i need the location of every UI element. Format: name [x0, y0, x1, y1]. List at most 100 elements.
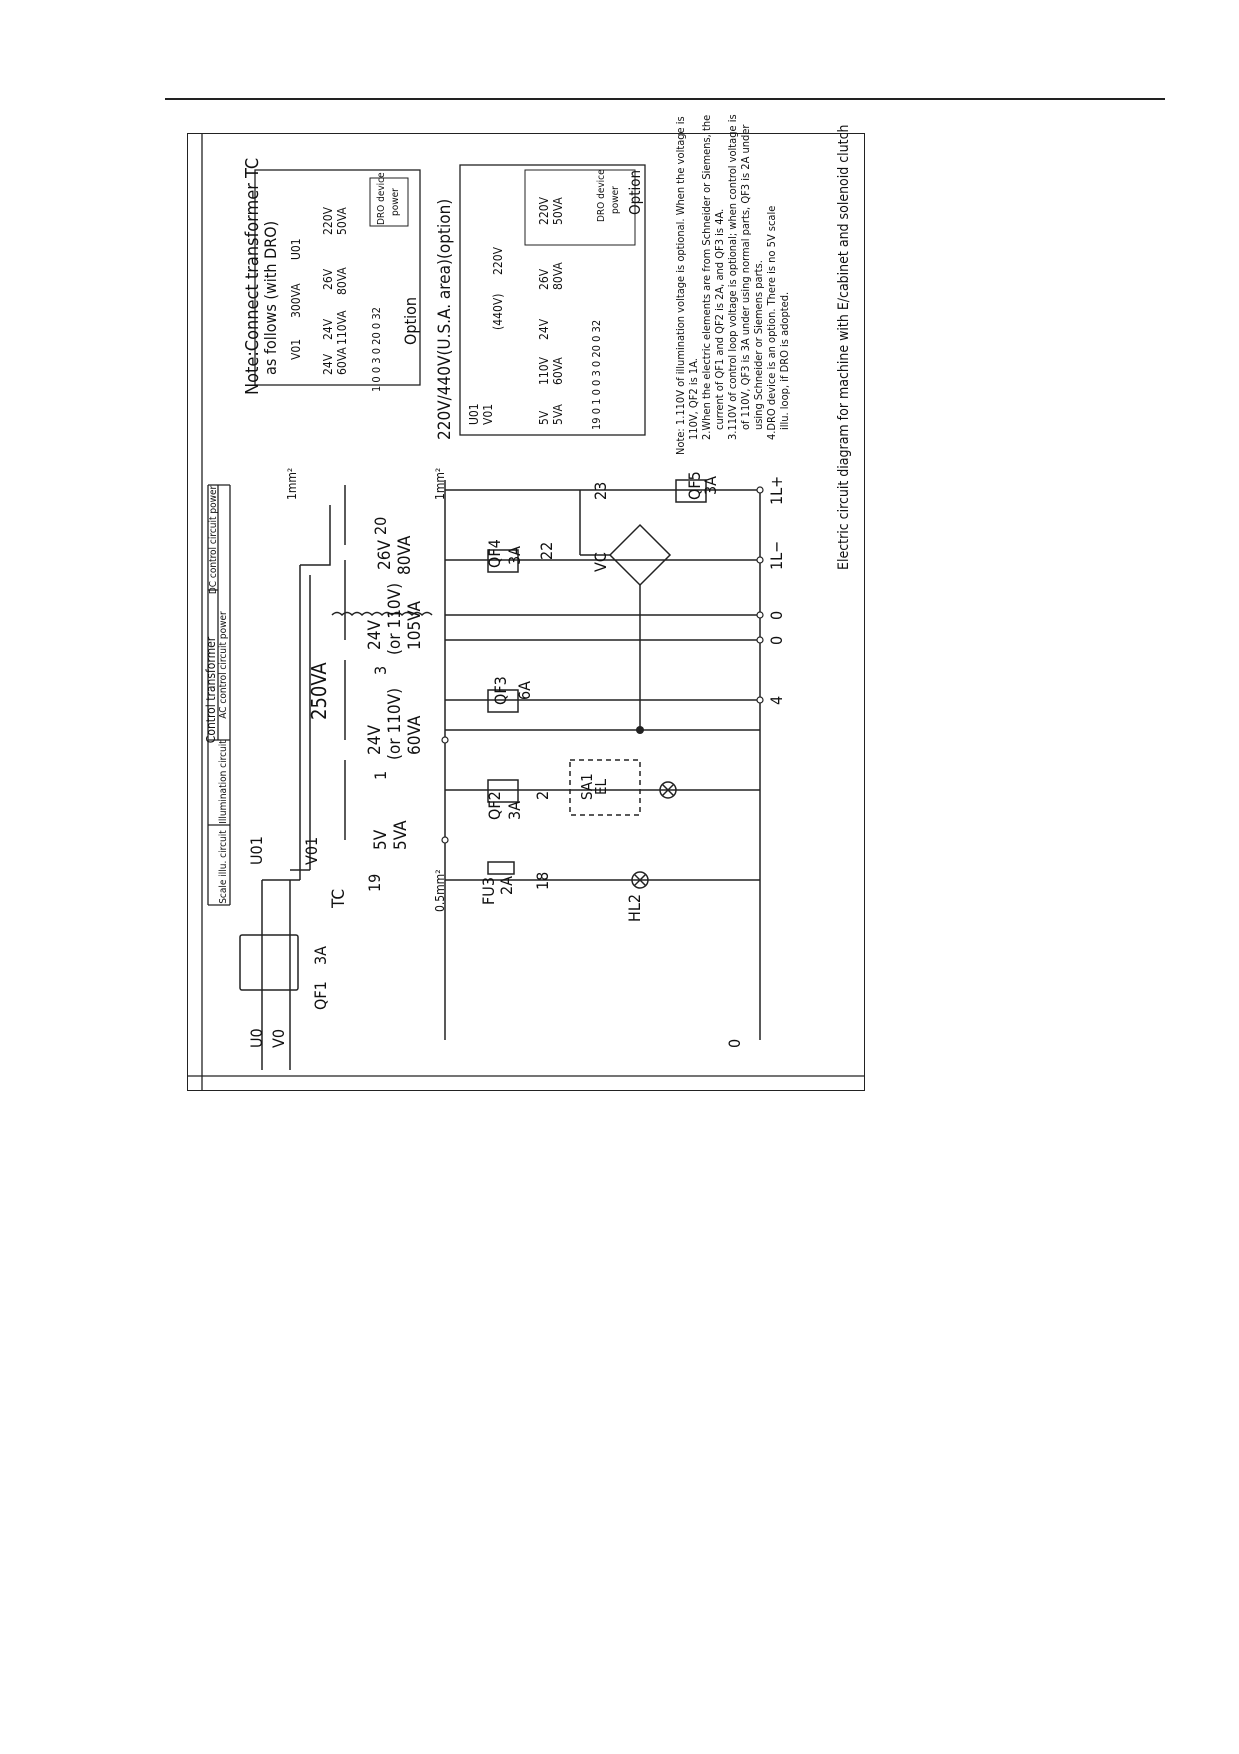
winding-2-voltage: 24V: [365, 725, 385, 755]
terminal-4-label: 4: [767, 696, 786, 705]
option1-note: Note:Connect transformer TC: [242, 158, 263, 395]
option2-dro-label: DRO device: [596, 169, 607, 222]
note-line-1: Note: 1.110V of illumination voltage is …: [674, 116, 687, 455]
winding-4-power: 80VA: [395, 535, 415, 575]
circuit-wiring: [239, 479, 761, 1070]
winding-3-voltage: 24V: [365, 620, 385, 650]
option2-w5-power: 50VA: [551, 197, 565, 225]
terminal-1l-plus-label: 1L+: [767, 476, 786, 505]
terminal-0a-label: 0: [767, 636, 786, 645]
note-line-5: 3.110V of control loop voltage is option…: [726, 114, 739, 440]
option1-w3-power: 80VA: [335, 267, 349, 295]
wire-size-3: 1mm²: [433, 468, 447, 500]
qf2-label: QF2: [485, 791, 504, 820]
qf2-rating: 3A: [505, 801, 524, 820]
winding-1-voltage: 5V: [371, 829, 391, 850]
terminal-labels: 4 0 0 1L− 1L+: [767, 476, 786, 705]
option1-terminals: 1 0 0 3 0 20 0 32: [370, 307, 383, 392]
vc-label: VC: [591, 552, 610, 572]
winding-2-terminal: 1: [371, 771, 390, 780]
option2-primary-440: (440V): [491, 294, 505, 330]
qf1-rating: 3A: [311, 946, 330, 965]
drawing-sheet-frame: [187, 133, 865, 1091]
option2-w2-power: 60VA: [551, 357, 565, 385]
option2-w3-voltage: 24V: [537, 318, 551, 340]
header-table: Control transformer Scale illu. circuit …: [204, 486, 229, 904]
winding-1-power: 5VA: [391, 820, 411, 850]
transformer-labels: TC 19 250VA 5V 5VA 1 24V (or 110V) 60VA …: [307, 517, 425, 909]
option-box-2: 220V/440V(U.S.A. area)(option) U01 V01 (…: [435, 164, 646, 440]
phase-u0-label: U0: [247, 1028, 266, 1048]
option2-title: 220V/440V(U.S.A. area)(option): [435, 199, 455, 440]
option1-label-u: U01: [289, 238, 303, 260]
option2-label-u: U01: [467, 403, 481, 425]
note-line-3: 2.When the electric elements are from Sc…: [700, 115, 713, 440]
header-col-ac-control: AC control circuit power: [218, 611, 229, 719]
el-label: EL: [592, 778, 610, 795]
option-box-1: Note:Connect transformer TC as follows (…: [242, 158, 421, 395]
wire-size-1: 1mm²: [285, 468, 299, 500]
sa1-label: SA1: [578, 773, 596, 800]
option2-w1-power: 5VA: [551, 404, 565, 425]
qf4-label: QF4: [485, 539, 504, 568]
qf5-rating: 3A: [701, 476, 720, 495]
diagram-caption: Electric circuit diagram for machine wit…: [836, 124, 852, 570]
note-line-2: 110V, QF2 is 1A.: [687, 358, 700, 440]
wire-18-label: 18: [533, 872, 552, 890]
option2-option-label: Option: [626, 170, 644, 215]
option1-w4-power: 50VA: [335, 207, 349, 235]
option1-dro-label: DRO device: [376, 172, 387, 225]
tc-rating: 250VA: [307, 662, 331, 720]
winding-3-power: 105VA: [405, 600, 425, 650]
junction-dot: [636, 726, 644, 734]
supply-labels: U0 V0 QF1 3A U01 V01 0 1mm² 0.5mm² 1mm²: [247, 468, 744, 1048]
u01-label: U01: [247, 836, 266, 865]
option1-w2-voltage: 24V: [321, 318, 335, 340]
v01-label: V01: [302, 837, 321, 865]
option2-terminals: 19 0 1 0 0 3 0 20 0 32: [590, 320, 603, 430]
option1-note2: as follows (with DRO): [261, 221, 280, 375]
option2-w5-voltage: 220V: [537, 196, 551, 225]
option1-w3-voltage: 26V: [321, 268, 335, 290]
page-top-rule: [165, 98, 1165, 100]
qf3-rating: 6A: [515, 681, 534, 700]
qf3-label: QF3: [491, 676, 510, 705]
terminal-0b-label: 0: [767, 611, 786, 620]
hl2-label: HL2: [625, 894, 644, 922]
winding-2-power: 60VA: [405, 715, 425, 755]
note-line-7: using Schneider or Siemens parts.: [752, 260, 765, 430]
winding-4-voltage: 26V: [375, 540, 395, 570]
option2-w4-voltage: 26V: [537, 268, 551, 290]
note-line-8: 4.DRO device is an option. There is no 5…: [765, 206, 778, 440]
phase-v0-label: V0: [269, 1029, 288, 1048]
option1-dro-power: power: [390, 188, 401, 216]
tc-label: TC: [329, 889, 349, 909]
option2-label-v: V01: [481, 404, 495, 425]
header-col-scale-illu: Scale illu. circuit: [218, 830, 229, 904]
winding-3-terminal: 3: [371, 666, 390, 675]
option1-w4-voltage: 220V: [321, 206, 335, 235]
neutral-0-label: 0: [725, 1039, 744, 1048]
sheet-inner-lines: [187, 133, 865, 1091]
option1-w2-power: 110VA: [335, 310, 349, 345]
qf1-label: QF1: [311, 981, 330, 1010]
component-labels: FU3 2A 18 HL2 QF2 3A 2 SA1 EL QF3 6A QF4…: [479, 471, 720, 922]
header-group-title: Control transformer: [204, 636, 218, 743]
option2-primary-220: 220V: [491, 246, 505, 275]
note-line-4: current of QF1 and QF2 is 2A, and QF3 is…: [713, 209, 726, 430]
fu3-rating: 2A: [497, 876, 516, 895]
option1-w1-voltage: 24V: [321, 353, 335, 375]
notes-block: Note: 1.110V of illumination voltage is …: [674, 114, 791, 455]
option2-dro-power: power: [610, 186, 621, 214]
option1-label-v: V01: [289, 339, 303, 360]
header-col-dc-control: DC control circuit power: [208, 486, 219, 595]
winding-2-alt: (or 110V): [385, 688, 405, 760]
qf5-label: QF5: [685, 471, 704, 500]
option2-w1-voltage: 5V: [537, 410, 551, 425]
header-col-illumination: Illumination circuit: [218, 740, 229, 824]
wire-2-label: 2: [533, 791, 552, 800]
option2-w2-voltage: 110V: [537, 356, 551, 385]
winding-3-alt: (or 110V): [385, 583, 405, 655]
option1-rating: 300VA: [289, 283, 303, 318]
